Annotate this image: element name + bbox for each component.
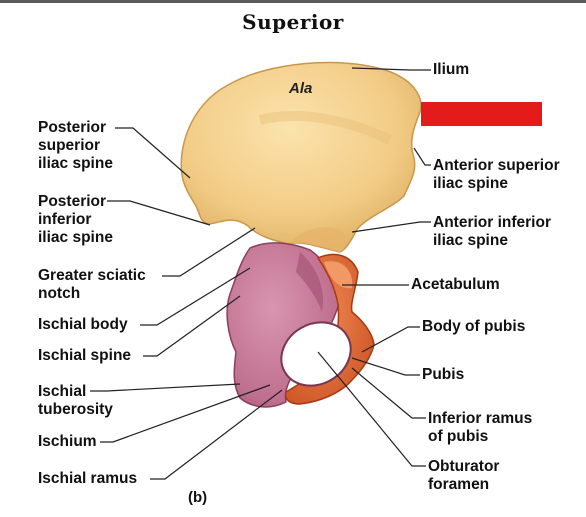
figure-heading: Superior xyxy=(242,10,344,34)
ilium-bone xyxy=(180,61,422,253)
leader-lines xyxy=(90,67,431,480)
ala-label: Ala xyxy=(289,80,313,97)
label-acetabulum: Acetabulum xyxy=(411,276,500,293)
label-ischial-spine: Ischial spine xyxy=(38,347,132,364)
label-ischial-ramus: Ischial ramus xyxy=(38,470,138,487)
label-ischium: Ischium xyxy=(38,433,97,450)
top-border xyxy=(0,0,586,3)
label-ischial-body: Ischial body xyxy=(38,316,128,333)
label-pubis: Pubis xyxy=(422,366,465,383)
figure-caption: (b) xyxy=(188,489,208,506)
redaction-box xyxy=(421,102,542,126)
label-ilium: Ilium xyxy=(433,61,470,78)
label-body-of-pubis: Body of pubis xyxy=(422,318,526,335)
